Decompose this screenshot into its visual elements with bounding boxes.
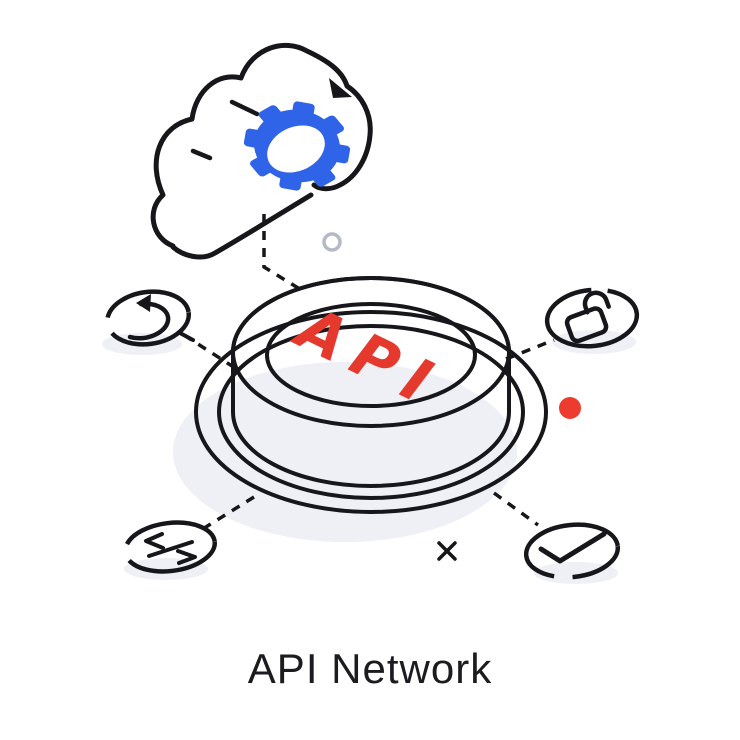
illustration-title: API Network	[247, 645, 493, 692]
checkmark-icon	[523, 522, 621, 580]
undo-arrow-head	[136, 294, 151, 312]
code-slash	[147, 540, 194, 558]
connector-bottom-right	[492, 491, 540, 527]
cloud-bottom-edge	[170, 192, 314, 260]
undo-icon-circle	[104, 289, 192, 347]
undo-refresh-icon	[104, 289, 195, 347]
cross-mark	[437, 541, 457, 561]
gear-hole	[267, 125, 325, 173]
code-icon-circle	[122, 520, 218, 574]
platform-ring	[194, 310, 548, 514]
lock-body	[564, 306, 609, 344]
code-bracket-left	[144, 532, 165, 550]
platform-outer-ellipse	[194, 310, 548, 514]
connector-cloud	[262, 214, 304, 293]
button-top-ring	[231, 276, 511, 428]
button-top-face	[265, 302, 477, 408]
undo-arrow-arc	[127, 301, 171, 341]
gear-icon	[243, 101, 351, 191]
connector-bottom-left	[200, 495, 255, 532]
decorative-ring	[322, 232, 342, 252]
cloud-notch	[329, 78, 352, 98]
code-bracket-right	[176, 549, 197, 565]
platform-inner-ellipse	[217, 324, 525, 500]
cloud-outline	[150, 42, 373, 249]
platform-shadow	[173, 362, 517, 542]
cloud-gear-icon	[150, 42, 373, 260]
lock-shackle	[582, 290, 611, 315]
code-icon	[122, 520, 218, 574]
cross-stroke-2	[437, 541, 457, 561]
undo-icon-tail	[178, 331, 195, 342]
cloud-fold-line-lower	[190, 148, 213, 161]
red-dot	[559, 397, 581, 419]
code-icon-shadow	[124, 558, 208, 580]
lock-icon	[544, 287, 640, 349]
check-icon-circle	[523, 522, 621, 580]
check-icon-shadow	[534, 562, 618, 584]
lock-icon-circle	[544, 287, 640, 349]
check-mark	[538, 531, 607, 564]
cloud-fold-line-upper	[229, 99, 260, 117]
